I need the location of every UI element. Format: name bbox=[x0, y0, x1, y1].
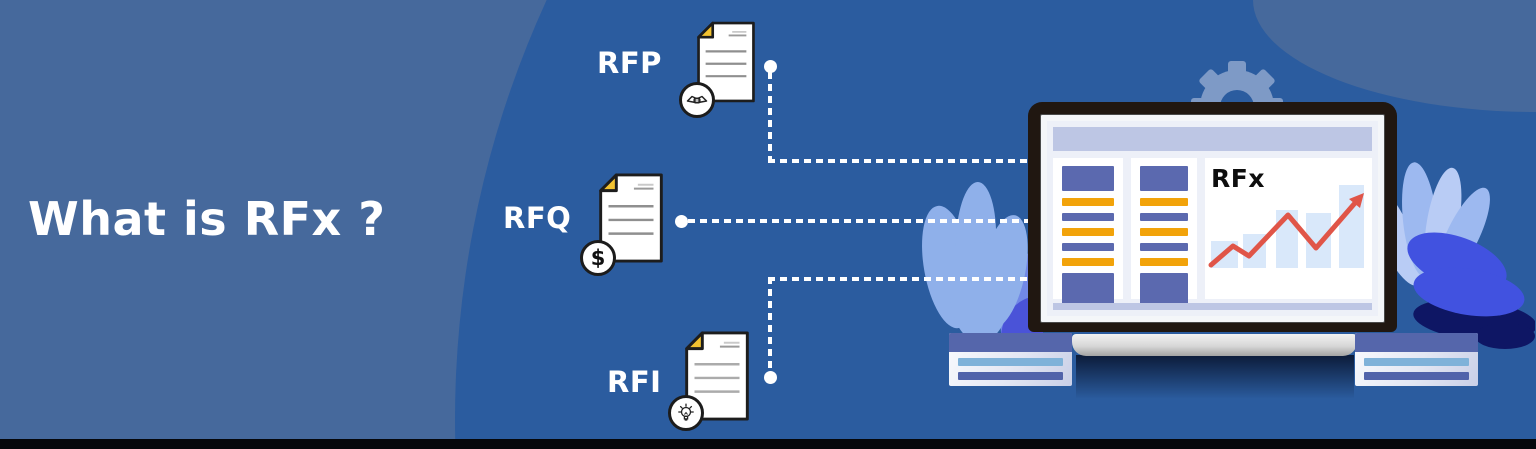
lightbulb-icon bbox=[678, 403, 694, 421]
card-bar bbox=[1364, 372, 1469, 380]
banner-card-left bbox=[949, 333, 1072, 386]
screen-header-bar bbox=[1053, 127, 1372, 151]
page-title: What is RFx ? bbox=[28, 192, 386, 246]
rfq-document-icon bbox=[599, 173, 663, 263]
list-bar bbox=[1140, 243, 1188, 251]
plant-left bbox=[922, 182, 1043, 342]
list-bar bbox=[1062, 198, 1114, 206]
list-block bbox=[1062, 166, 1114, 191]
rfp-badge bbox=[679, 82, 715, 118]
laptop-screen: RFx bbox=[1047, 121, 1378, 316]
connector-rfi-vertical bbox=[768, 277, 772, 373]
trend-chart bbox=[1208, 185, 1364, 268]
list-block bbox=[1140, 273, 1188, 308]
list-block bbox=[1062, 273, 1114, 308]
list-bar bbox=[1062, 258, 1114, 266]
screen-list-panel-1 bbox=[1053, 158, 1123, 308]
laptop-base bbox=[1072, 334, 1357, 356]
card-header bbox=[949, 333, 1072, 352]
rfi-badge bbox=[668, 395, 704, 431]
list-bar bbox=[1140, 228, 1188, 236]
connector-rfp-vertical bbox=[768, 72, 772, 162]
rfi-label: RFI bbox=[607, 365, 662, 399]
laptop-bezel: RFx bbox=[1028, 102, 1397, 332]
handshake-icon bbox=[686, 95, 708, 104]
card-bar bbox=[958, 358, 1063, 366]
rfp-label: RFP bbox=[597, 46, 662, 80]
card-bar bbox=[958, 372, 1063, 380]
connector-rfq-dot bbox=[675, 215, 688, 228]
screen-chart-panel: RFx bbox=[1205, 158, 1372, 299]
list-bar bbox=[1140, 213, 1188, 221]
bottom-border bbox=[0, 439, 1536, 449]
laptop-shadow bbox=[1076, 355, 1354, 399]
laptop-screen-frame: RFx bbox=[1040, 114, 1385, 323]
card-header bbox=[1355, 333, 1478, 352]
rfp-document-icon bbox=[697, 21, 755, 103]
screen-panels: RFx bbox=[1053, 158, 1372, 308]
screen-rfx-label: RFx bbox=[1211, 164, 1265, 193]
list-bar bbox=[1062, 243, 1114, 251]
dollar-icon: $ bbox=[590, 245, 606, 270]
rfq-label: RFQ bbox=[503, 201, 572, 235]
list-bar bbox=[1062, 213, 1114, 221]
rfi-document-icon bbox=[685, 331, 749, 421]
list-bar bbox=[1140, 258, 1188, 266]
list-bar bbox=[1062, 228, 1114, 236]
connector-rfp-horizontal bbox=[768, 159, 1036, 163]
list-bar bbox=[1140, 198, 1188, 206]
rfq-badge: $ bbox=[580, 240, 616, 276]
banner-card-right bbox=[1355, 333, 1478, 386]
connector-rfq-horizontal bbox=[688, 219, 1036, 223]
connector-rfp-dot bbox=[764, 60, 777, 73]
card-bar bbox=[1364, 358, 1469, 366]
connector-rfi-horizontal bbox=[768, 277, 1036, 281]
screen-list-panel-2 bbox=[1131, 158, 1197, 308]
screen-footer-bar bbox=[1053, 303, 1372, 310]
connector-rfi-dot bbox=[764, 371, 777, 384]
list-block bbox=[1140, 166, 1188, 191]
